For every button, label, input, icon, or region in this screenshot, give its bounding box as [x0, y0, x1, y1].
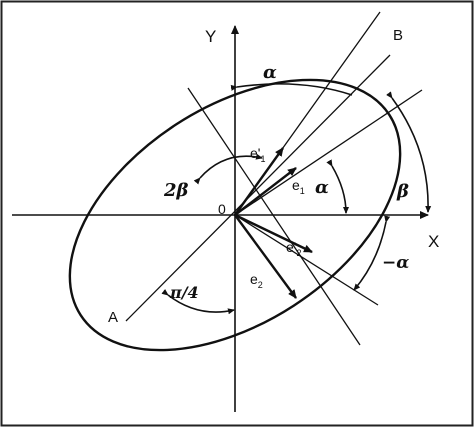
vector-e2 — [234, 214, 297, 299]
angle-alpha-top-label: α — [263, 62, 277, 83]
arc-beta — [386, 91, 432, 213]
vector-e1-label: e1 — [292, 177, 305, 196]
arc-alpha-top — [230, 83, 353, 96]
ray-steep — [187, 87, 361, 346]
x-axis-label: X — [428, 232, 439, 251]
angle-pi-over-4-label: π/4 — [169, 283, 199, 302]
angle-beta-label: β — [396, 181, 409, 202]
vector-e2-prime — [234, 213, 313, 254]
angle-alpha-mid-label: α — [315, 177, 329, 198]
origin-label: 0 — [218, 201, 226, 217]
angle-neg-alpha-label: −α — [382, 253, 409, 273]
vector-e1 — [234, 167, 297, 216]
vector-e1-prime-label: e'1 — [250, 145, 265, 164]
point-a-label: A — [108, 309, 118, 326]
point-b-label: B — [393, 27, 403, 44]
ray-neg-alpha — [234, 214, 379, 306]
arc-pi-over-4 — [161, 288, 235, 315]
vector-e2-label: e2 — [250, 271, 263, 290]
arc-alpha-mid — [326, 159, 349, 214]
arc-two-beta — [193, 153, 263, 185]
arc-neg-alpha — [353, 215, 391, 291]
angle-two-beta-label: 2β — [163, 180, 189, 201]
vector-e2-prime-label: e'2 — [286, 239, 301, 258]
y-axis-label: Y — [205, 27, 216, 46]
line-ab — [125, 54, 391, 322]
